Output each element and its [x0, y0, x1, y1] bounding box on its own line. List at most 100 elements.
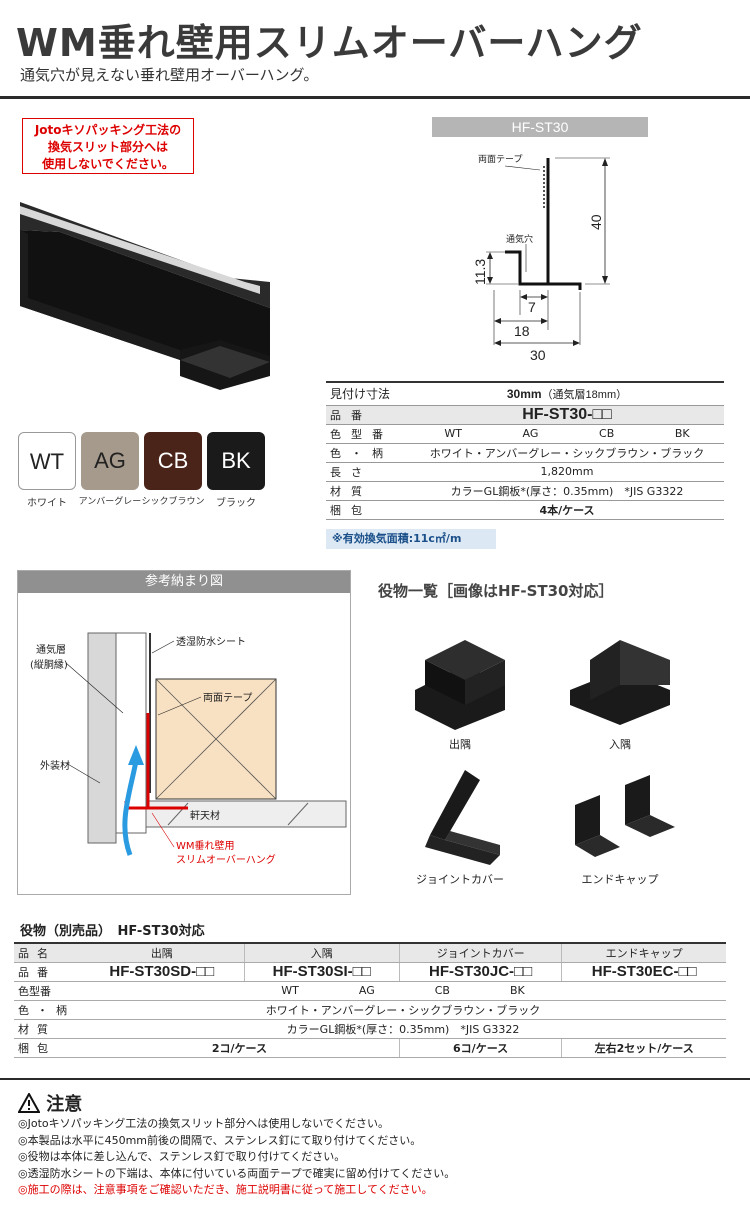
spec-label: 見付け寸法 — [326, 381, 410, 406]
page-subtitle: 通気穴が見えない垂れ壁用オーバーハング。 — [20, 66, 319, 84]
accessory-label: 出隅 — [449, 738, 471, 751]
acc-label: 品名 — [14, 942, 80, 963]
spec-value: ホワイト・アンバーグレー・シックブラウン・ブラック — [410, 443, 724, 463]
header-divider — [0, 96, 750, 99]
spec-label: 色型番 — [326, 424, 410, 444]
spec-row: 材質 カラーGL鋼板*(厚さ：0.35mm) *JIS G3322 — [326, 481, 724, 501]
spec-value: HF-ST30-□□ — [410, 405, 724, 425]
spec-value: 4本/ケース — [410, 500, 724, 520]
dim-7: 7 — [528, 299, 536, 315]
accessory-label: エンドキャップ — [581, 873, 659, 886]
acc-label: 色・柄 — [14, 1000, 80, 1020]
exterior-label: 外装材 — [40, 759, 70, 772]
acc-colors: WT AG CB BK — [80, 981, 726, 1001]
swatch-ag: AG — [81, 432, 139, 490]
swatch-wt: WT — [18, 432, 76, 490]
spec-row: 見付け寸法 30mm（通気層18mm） — [326, 381, 724, 406]
spec-label: 色・柄 — [326, 443, 410, 463]
spec-row: 長さ 1,820mm — [326, 462, 724, 482]
inside-corner-icon — [570, 640, 670, 725]
acc-code: HF-ST30EC-□□ — [561, 962, 726, 982]
acc-material: カラーGL鋼板*(厚さ：0.35mm) *JIS G3322 — [80, 1019, 726, 1039]
spec-label: 長さ — [326, 462, 410, 482]
accessory-table: 品名 出隅 入隅 ジョイントカバー エンドキャップ 品番 HF-ST30SD-□… — [14, 942, 726, 1058]
acc-label: 材質 — [14, 1019, 80, 1039]
acc-code: HF-ST30JC-□□ — [398, 962, 562, 982]
acc-pattern-row: 色・柄 ホワイト・アンバーグレー・シックブラウン・ブラック — [14, 1000, 726, 1020]
swatch-label: アンバーグレー — [78, 497, 142, 507]
acc-color-code: CB — [434, 984, 450, 997]
air-layer-label: 通気層 — [36, 643, 66, 656]
soffit-label: 軒天材 — [190, 809, 220, 822]
acc-pack-row: 梱包 2コ/ケース 6コ/ケース 左右2セット/ケース — [14, 1038, 726, 1058]
dim-11-3: 11.3 — [472, 259, 488, 285]
reference-drawing: 参考納まり図 通気層 (縦胴縁) 透湿防水シート 両面テープ 外装材 軒天材 W… — [17, 570, 351, 895]
swatch-label: シックブラウン — [141, 497, 205, 507]
warning-line: 換気スリット部分へは — [47, 140, 168, 154]
acc-label: 梱包 — [14, 1038, 80, 1058]
warning-box: Jotoキソパッキング工法の 換気スリット部分へは 使用しないでください。 — [22, 118, 194, 174]
acc-pattern: ホワイト・アンバーグレー・シックブラウン・ブラック — [80, 1000, 726, 1020]
acc-color-row: 色型番 WT AG CB BK — [14, 981, 726, 1001]
dim-40: 40 — [588, 214, 604, 230]
vent-label: 通気穴 — [506, 233, 533, 245]
spec-value: WT AG CB BK — [410, 424, 724, 444]
accessories-title: 役物一覧［画像はHF-ST30対応］ — [378, 582, 614, 600]
swatch-label: ホワイト — [27, 498, 67, 509]
caution-item: ◎透湿防水シートの下端は、本体に付いている両面テープで確実に留め付けてください。 — [18, 1166, 456, 1180]
accessory-label: ジョイントカバー — [416, 873, 504, 886]
warning-triangle-icon — [17, 1091, 41, 1113]
acc-header: エンドキャップ — [561, 942, 726, 963]
swatch-cb: CB — [144, 432, 202, 490]
product-image — [20, 202, 270, 390]
spec-value: 30mm（通気層18mm） — [410, 381, 724, 406]
air-layer-sub-label: (縦胴縁) — [30, 658, 68, 671]
caution-item: ◎役物は本体に差し込んで、ステンレス釘で取り付けてください。 — [18, 1150, 346, 1163]
caution-item: ◎本製品は水平に450mm前後の間隔で、ステンレス釘にて取り付けてください。 — [18, 1133, 422, 1147]
accessory-inside-corner: 入隅 — [540, 630, 700, 752]
acc-color-code: AG — [358, 984, 375, 997]
acc-header: 入隅 — [243, 942, 400, 963]
warning-line: 使用しないでください。 — [42, 157, 174, 171]
acc-label: 品番 — [14, 962, 80, 982]
spec-row: 品番 HF-ST30-□□ — [326, 405, 724, 425]
sheet-label: 透湿防水シート — [176, 635, 246, 648]
product-label-2: スリムオーバーハング — [176, 853, 276, 866]
face-size: 30mm — [506, 386, 542, 401]
acc-code-row: 品番 HF-ST30SD-□□ HF-ST30SI-□□ HF-ST30JC-□… — [14, 962, 726, 982]
acc-code: HF-ST30SD-□□ — [80, 962, 245, 982]
caution-list: ◎Jotoキソパッキング工法の換気スリット部分へは使用しないでください。 ◎本製… — [18, 1116, 455, 1199]
reference-title: 参考納まり図 — [18, 571, 350, 593]
caution-item-important: ◎施工の際は、注意事項をご確認いただき、施工説明書に従って施工してください。 — [18, 1183, 433, 1196]
model-header: HF-ST30 — [432, 117, 648, 137]
spec-value: カラーGL鋼板*(厚さ：0.35mm) *JIS G3322 — [410, 481, 724, 501]
acc-color-code: WT — [281, 984, 299, 997]
color-code: CB — [599, 427, 615, 440]
caution-divider — [0, 1078, 750, 1080]
accessory-outside-corner: 出隅 — [380, 630, 540, 752]
accessory-table-title: 役物（別売品） HF-ST30対応 — [20, 924, 205, 939]
color-swatches: WT AG CB BK ホワイト アンバーグレー シックブラウン ブラック — [18, 432, 268, 512]
acc-label: 色型番 — [14, 981, 80, 1001]
spec-value: 1,820mm — [410, 462, 724, 482]
outside-corner-icon — [415, 640, 505, 730]
acc-material-row: 材質 カラーGL鋼板*(厚さ：0.35mm) *JIS G3322 — [14, 1019, 726, 1039]
caution-title: 注意 — [46, 1094, 83, 1115]
color-code: BK — [674, 427, 690, 440]
swatch-bk: BK — [207, 432, 265, 490]
vent-area-note: ※有効換気面積:11c㎡/m — [326, 529, 496, 549]
accessory-joint-cover: ジョイントカバー — [380, 765, 540, 887]
product-label-1: WM垂れ壁用 — [176, 839, 235, 852]
tape-label-ref: 両面テープ — [203, 692, 252, 704]
spec-label: 梱包 — [326, 500, 410, 520]
spec-table: 見付け寸法 30mm（通気層18mm） 品番 HF-ST30-□□ 色型番 WT… — [326, 381, 724, 520]
dimension-drawing: 両面テープ 通気穴 40 11.3 7 18 30 — [472, 154, 610, 363]
acc-header: ジョイントカバー — [398, 942, 562, 963]
tape-label: 両面テープ — [478, 154, 522, 165]
acc-color-code: BK — [509, 984, 525, 997]
dim-18: 18 — [514, 323, 530, 339]
acc-header: 出隅 — [80, 942, 245, 963]
color-code: WT — [444, 427, 462, 440]
dim-30: 30 — [530, 347, 546, 363]
acc-header-row: 品名 出隅 入隅 ジョイントカバー エンドキャップ — [14, 942, 726, 963]
